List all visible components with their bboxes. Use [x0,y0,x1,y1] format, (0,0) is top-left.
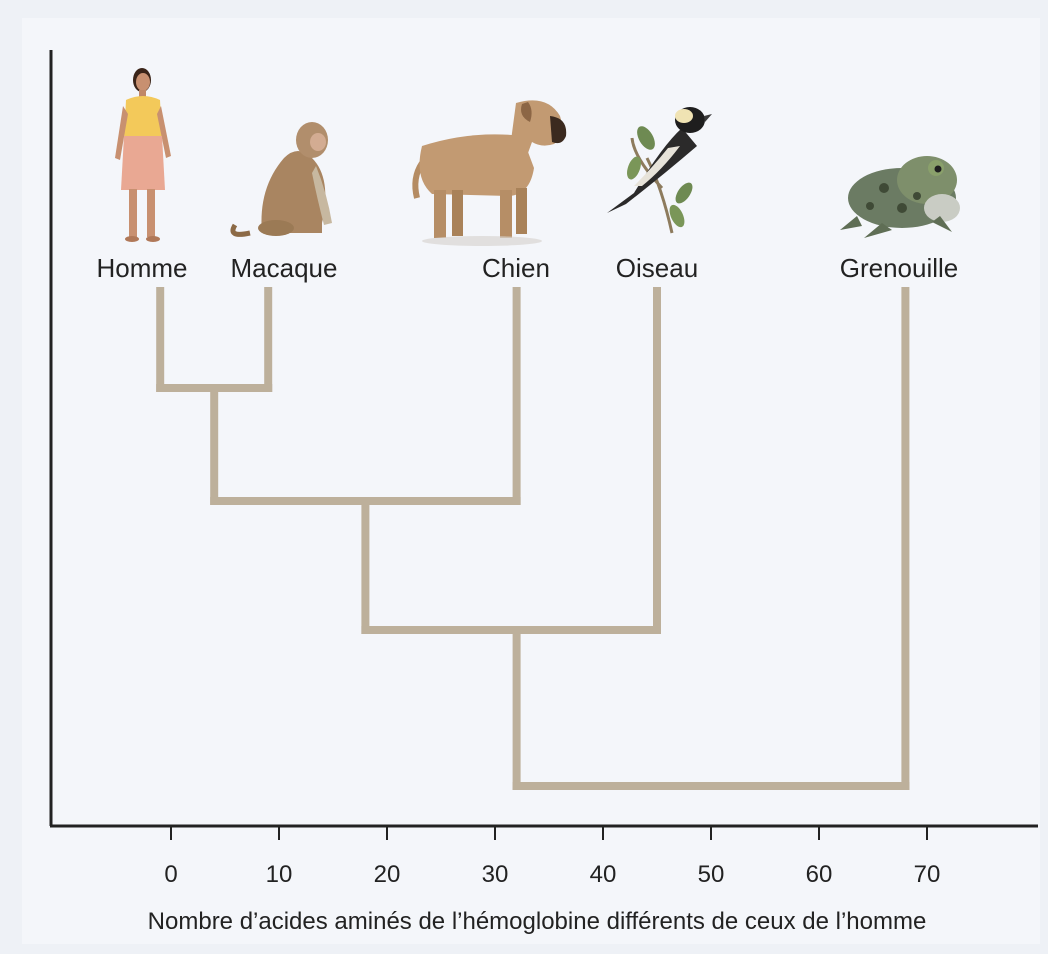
taxon-label-macaque: Macaque [231,253,338,283]
bird-icon [607,107,712,233]
x-axis-title: Nombre d’acides aminés de l’hémoglobine … [148,908,927,935]
x-tick-label-40: 40 [590,861,617,888]
frog-icon [840,156,960,238]
taxon-label-homme: Homme [96,253,187,283]
x-tick-label-30: 30 [482,861,509,888]
x-tick-label-60: 60 [806,861,833,888]
taxon-label-chien: Chien [482,253,550,283]
macaque-icon [233,122,332,236]
x-tick-label-50: 50 [698,861,725,888]
tree-branches [160,291,905,786]
figure-panel: 0 10 20 30 40 50 60 70 Nombre d’acides aminés d… [22,18,1040,944]
taxon-label-grenouille: Grenouille [840,253,959,283]
x-tick-label-0: 0 [164,861,177,888]
x-tick-label-70: 70 [914,861,941,888]
human-icon [115,68,171,242]
phylogeny-diagram: 0 10 20 30 40 50 60 70 Nombre d’acides aminés d… [22,18,1040,944]
dog-icon [415,100,566,246]
taxon-label-oiseau: Oiseau [616,253,698,283]
x-tick-label-10: 10 [266,861,293,888]
x-axis-ticks: 0 10 20 30 40 50 60 70 [164,826,940,888]
x-tick-label-20: 20 [374,861,401,888]
